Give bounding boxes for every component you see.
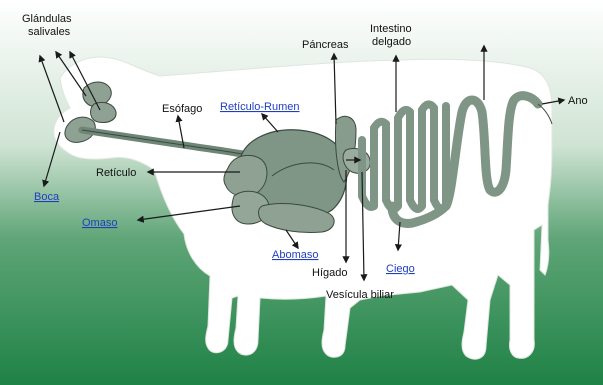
label-glandulas: Glándulas bbox=[22, 13, 72, 25]
label-vesicula: Vesícula biliar bbox=[326, 289, 394, 301]
link-boca[interactable]: Boca bbox=[34, 191, 60, 203]
label-salivales: salivales bbox=[28, 26, 71, 38]
label-higado: Hígado bbox=[312, 267, 347, 279]
link-omaso[interactable]: Omaso bbox=[82, 217, 117, 229]
label-esofago: Esófago bbox=[162, 103, 202, 115]
link-abomaso[interactable]: Abomaso bbox=[272, 249, 318, 261]
label-glandulas-line1: Glándulas bbox=[22, 13, 72, 25]
link-ciego[interactable]: Ciego bbox=[386, 263, 415, 275]
label-delgado: delgado bbox=[372, 36, 411, 48]
label-glandulas-line2: salivales bbox=[28, 26, 71, 38]
salivary-gland-2 bbox=[91, 102, 117, 122]
link-reticulo-rumen[interactable]: Retículo-Rumen bbox=[220, 101, 299, 113]
label-reticulo: Retículo bbox=[96, 167, 136, 179]
label-intestino: Intestino bbox=[370, 23, 412, 35]
label-ano: Ano bbox=[568, 95, 588, 107]
label-pancreas: Páncreas bbox=[302, 39, 349, 51]
